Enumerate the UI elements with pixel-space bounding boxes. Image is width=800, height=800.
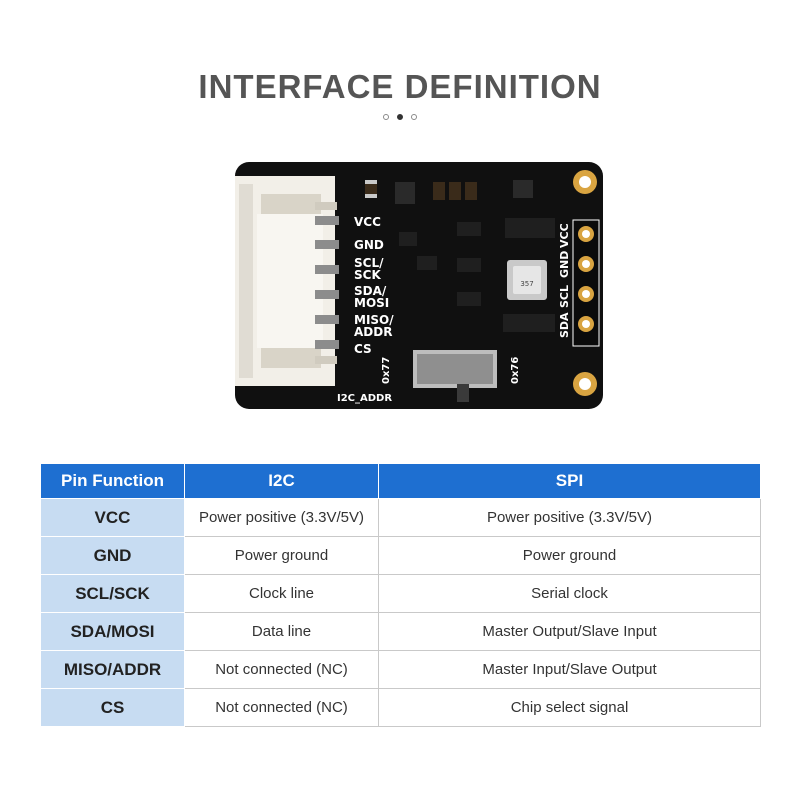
- spi-cell: Serial clock: [378, 574, 761, 613]
- i2c-cell: Not connected (NC): [184, 650, 379, 689]
- pin-function-cell: SDA/MOSI: [40, 612, 185, 651]
- pin-label-sck: SCK: [354, 268, 381, 282]
- table-row: GND Power ground Power ground: [40, 536, 761, 575]
- table-row: SDA/MOSI Data line Master Output/Slave I…: [40, 612, 761, 651]
- pin-label-vcc: VCC: [354, 215, 381, 229]
- page-title: INTERFACE DEFINITION: [198, 68, 602, 105]
- pin-function-cell: MISO/ADDR: [40, 650, 185, 689]
- i2c-cell: Power positive (3.3V/5V): [184, 498, 379, 537]
- pin-function-cell: CS: [40, 688, 185, 727]
- spi-cell: Master Input/Slave Output: [378, 650, 761, 689]
- spi-cell: Chip select signal: [378, 688, 761, 727]
- carousel-dot-3[interactable]: [411, 114, 417, 120]
- table-row: CS Not connected (NC) Chip select signal: [40, 688, 761, 727]
- switch-label: I2C_ADDR: [337, 393, 392, 404]
- connector-pins: [315, 216, 339, 349]
- pin-label-addr: ADDR: [354, 325, 392, 339]
- right-pin-label-scl: SCL: [558, 285, 571, 308]
- pin-label-mosi: MOSI: [354, 296, 389, 310]
- pin-label-sda: SDA/: [354, 284, 387, 298]
- pin-label-scl: SCL/: [354, 256, 384, 270]
- i2c-cell: Clock line: [184, 574, 379, 613]
- right-pin-label-gnd: GND: [558, 251, 571, 278]
- sensor-chip-mark: 357: [520, 280, 533, 288]
- addr-label-0x77: 0x77: [381, 357, 392, 384]
- pin-function-table: Pin Function I2C SPI VCC Power positive …: [40, 463, 761, 727]
- i2c-cell: Data line: [184, 612, 379, 651]
- header-pin-function: Pin Function: [40, 463, 185, 499]
- jst-connector: [235, 176, 337, 386]
- smd-components: [365, 180, 555, 332]
- pin-label-miso: MISO/: [354, 313, 394, 327]
- addr-label-0x76: 0x76: [510, 357, 521, 384]
- sensor-chip: 357: [507, 260, 547, 300]
- table-header-row: Pin Function I2C SPI: [40, 463, 761, 499]
- table-row: VCC Power positive (3.3V/5V) Power posit…: [40, 498, 761, 537]
- right-pin-header: [572, 219, 600, 347]
- carousel-dot-2[interactable]: [397, 114, 403, 120]
- spi-cell: Power ground: [378, 536, 761, 575]
- right-pin-label-sda: SDA: [558, 312, 571, 338]
- header-i2c: I2C: [184, 463, 379, 499]
- pin-label-cs: CS: [354, 342, 372, 356]
- spi-cell: Master Output/Slave Input: [378, 612, 761, 651]
- carousel-dot-1[interactable]: [383, 114, 389, 120]
- pin-function-cell: SCL/SCK: [40, 574, 185, 613]
- right-pin-label-vcc: VCC: [558, 223, 571, 248]
- spi-cell: Power positive (3.3V/5V): [378, 498, 761, 537]
- sensor-board-image: VCC GND SCL/ SCK SDA/ MOSI MISO/ ADDR CS…: [235, 162, 603, 409]
- pin-function-cell: VCC: [40, 498, 185, 537]
- pin-label-gnd: GND: [354, 238, 384, 252]
- i2c-cell: Power ground: [184, 536, 379, 575]
- i2c-address-switch: [413, 350, 497, 402]
- i2c-cell: Not connected (NC): [184, 688, 379, 727]
- table-row: SCL/SCK Clock line Serial clock: [40, 574, 761, 613]
- carousel-indicator: [0, 114, 800, 120]
- table-row: MISO/ADDR Not connected (NC) Master Inpu…: [40, 650, 761, 689]
- header-spi: SPI: [378, 463, 761, 499]
- pin-function-cell: GND: [40, 536, 185, 575]
